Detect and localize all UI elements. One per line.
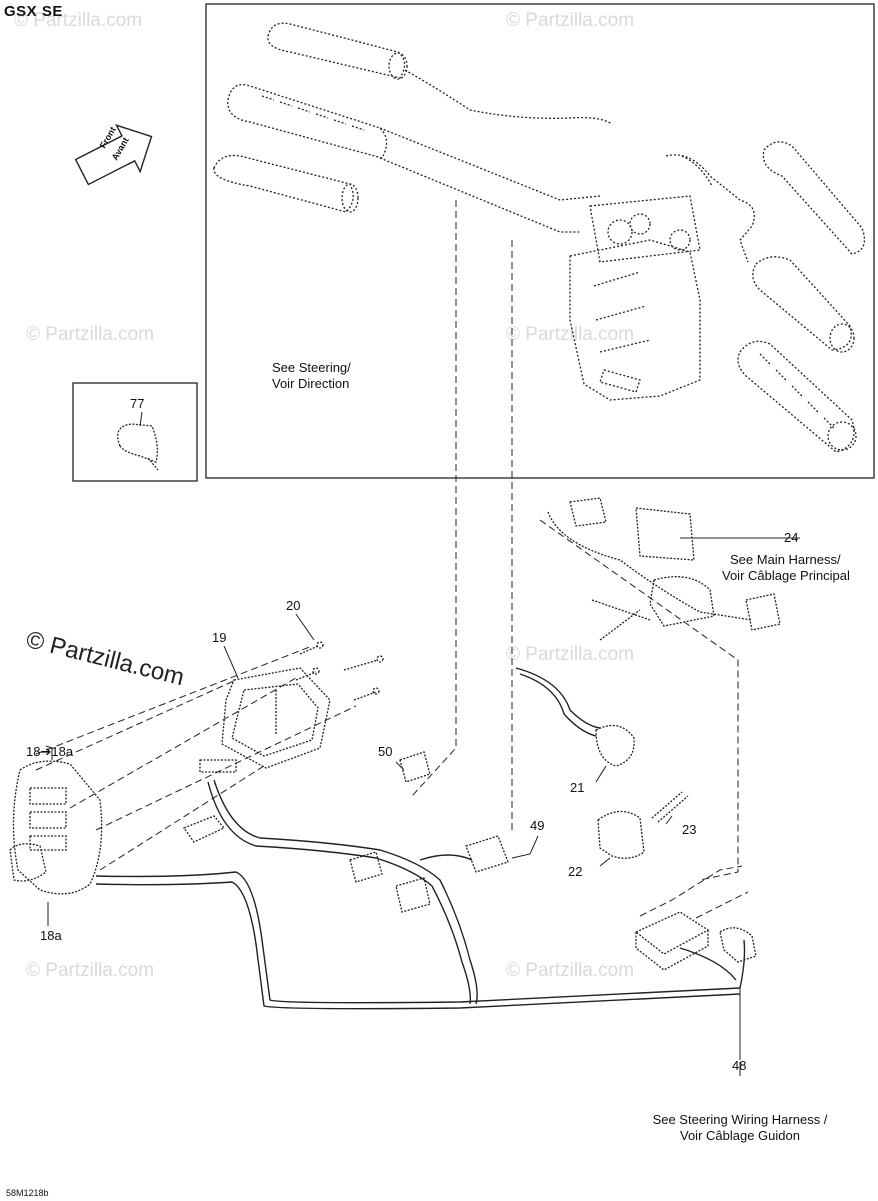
alignment-lines [35,200,749,919]
figure-code: 58M1218b [6,1188,49,1198]
handlebar-drawing [213,22,866,453]
watermark: © Partzilla.com [506,10,635,31]
switch-housing-drawing [9,641,384,895]
see-main-harness-callout-line1: See Main Harness/ [730,552,841,567]
part-number-48: 48 [732,1058,747,1073]
watermark: © Partzilla.com [26,324,155,345]
part-number-50: 50 [378,744,393,759]
part-number-21: 21 [570,780,585,795]
part-number-18-18a: 18➔18a [26,744,74,759]
see-steering-callout-line2: Voir Direction [272,376,350,391]
watermark: © Partzilla.com [506,644,635,665]
front-arrow-icon [74,124,153,186]
steering-inset-frame [205,3,875,479]
part-number-18a: 18a [40,928,62,943]
watermark: © Partzilla.com [26,960,155,981]
see-steering-wiring-callout-line1: See Steering Wiring Harness / [652,1112,828,1127]
watermark: © Partzilla.com [14,10,143,31]
leader-lines [45,411,800,1076]
part-number-19: 19 [212,630,227,645]
wiring-harness-drawing [95,667,746,1060]
part-77-inset-frame [72,382,198,482]
see-main-harness-callout-line2: Voir Câblage Principal [722,568,850,583]
part-number-20: 20 [286,598,301,613]
part-number-23: 23 [682,822,697,837]
part-number-22: 22 [568,864,583,879]
watermark: © Partzilla.com [506,324,635,345]
part-number-24: 24 [784,530,799,545]
see-steering-wiring-callout-line2: Voir Câblage Guidon [680,1128,800,1143]
part-number-77: 77 [130,396,145,411]
part-number-49: 49 [530,818,545,833]
components-drawing [349,497,781,971]
model-label: GSX SE [4,3,63,20]
see-steering-callout-line1: See Steering/ [272,360,351,375]
part-77-clip [117,423,159,471]
watermark: © Partzilla.com [506,960,635,981]
